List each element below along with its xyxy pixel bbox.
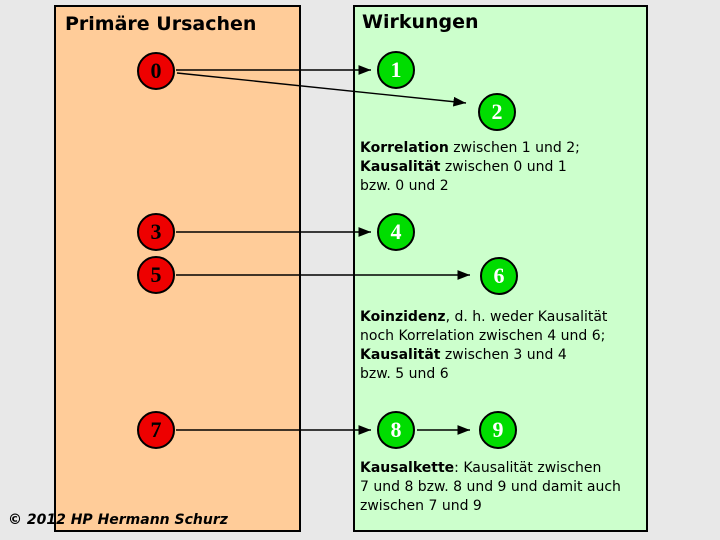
copyright-text: © 2012 HP Hermann Schurz <box>8 512 228 528</box>
node-2: 2 <box>478 93 516 131</box>
node-9: 9 <box>479 411 517 449</box>
node-0: 0 <box>137 52 175 90</box>
primary-causes-title: Primäre Ursachen <box>65 13 257 35</box>
koinzidenz-note-line: Kausalität zwischen 3 und 4 <box>360 347 567 363</box>
kausalkette-note-line: Kausalkette: Kausalität zwischen <box>360 460 602 476</box>
node-3: 3 <box>137 213 175 251</box>
korrelation-note: Korrelation zwischen 1 und 2; Kausalität … <box>360 139 580 196</box>
koinzidenz-note-line: noch Korrelation zwischen 4 und 6; <box>360 328 606 344</box>
kausalkette-note-line: zwischen 7 und 9 <box>360 498 482 514</box>
node-6: 6 <box>480 257 518 295</box>
node-4: 4 <box>377 213 415 251</box>
node-5: 5 <box>137 256 175 294</box>
korrelation-note-line: bzw. 0 und 2 <box>360 178 449 194</box>
effects-title: Wirkungen <box>362 11 479 33</box>
kausalkette-note: Kausalkette: Kausalität zwischen 7 und 8 … <box>360 459 621 516</box>
koinzidenz-note: Koinzidenz, d. h. weder Kausalität noch K… <box>360 308 607 384</box>
korrelation-note-line: Korrelation zwischen 1 und 2; <box>360 140 580 156</box>
korrelation-note-line: Kausalität zwischen 0 und 1 <box>360 159 567 175</box>
koinzidenz-note-line: bzw. 5 und 6 <box>360 366 449 382</box>
kausalkette-note-line: 7 und 8 bzw. 8 und 9 und damit auch <box>360 479 621 495</box>
node-8: 8 <box>377 411 415 449</box>
primary-causes-panel: Primäre Ursachen <box>54 5 301 532</box>
node-1: 1 <box>377 51 415 89</box>
koinzidenz-note-line: Koinzidenz, d. h. weder Kausalität <box>360 309 608 325</box>
node-7: 7 <box>137 411 175 449</box>
